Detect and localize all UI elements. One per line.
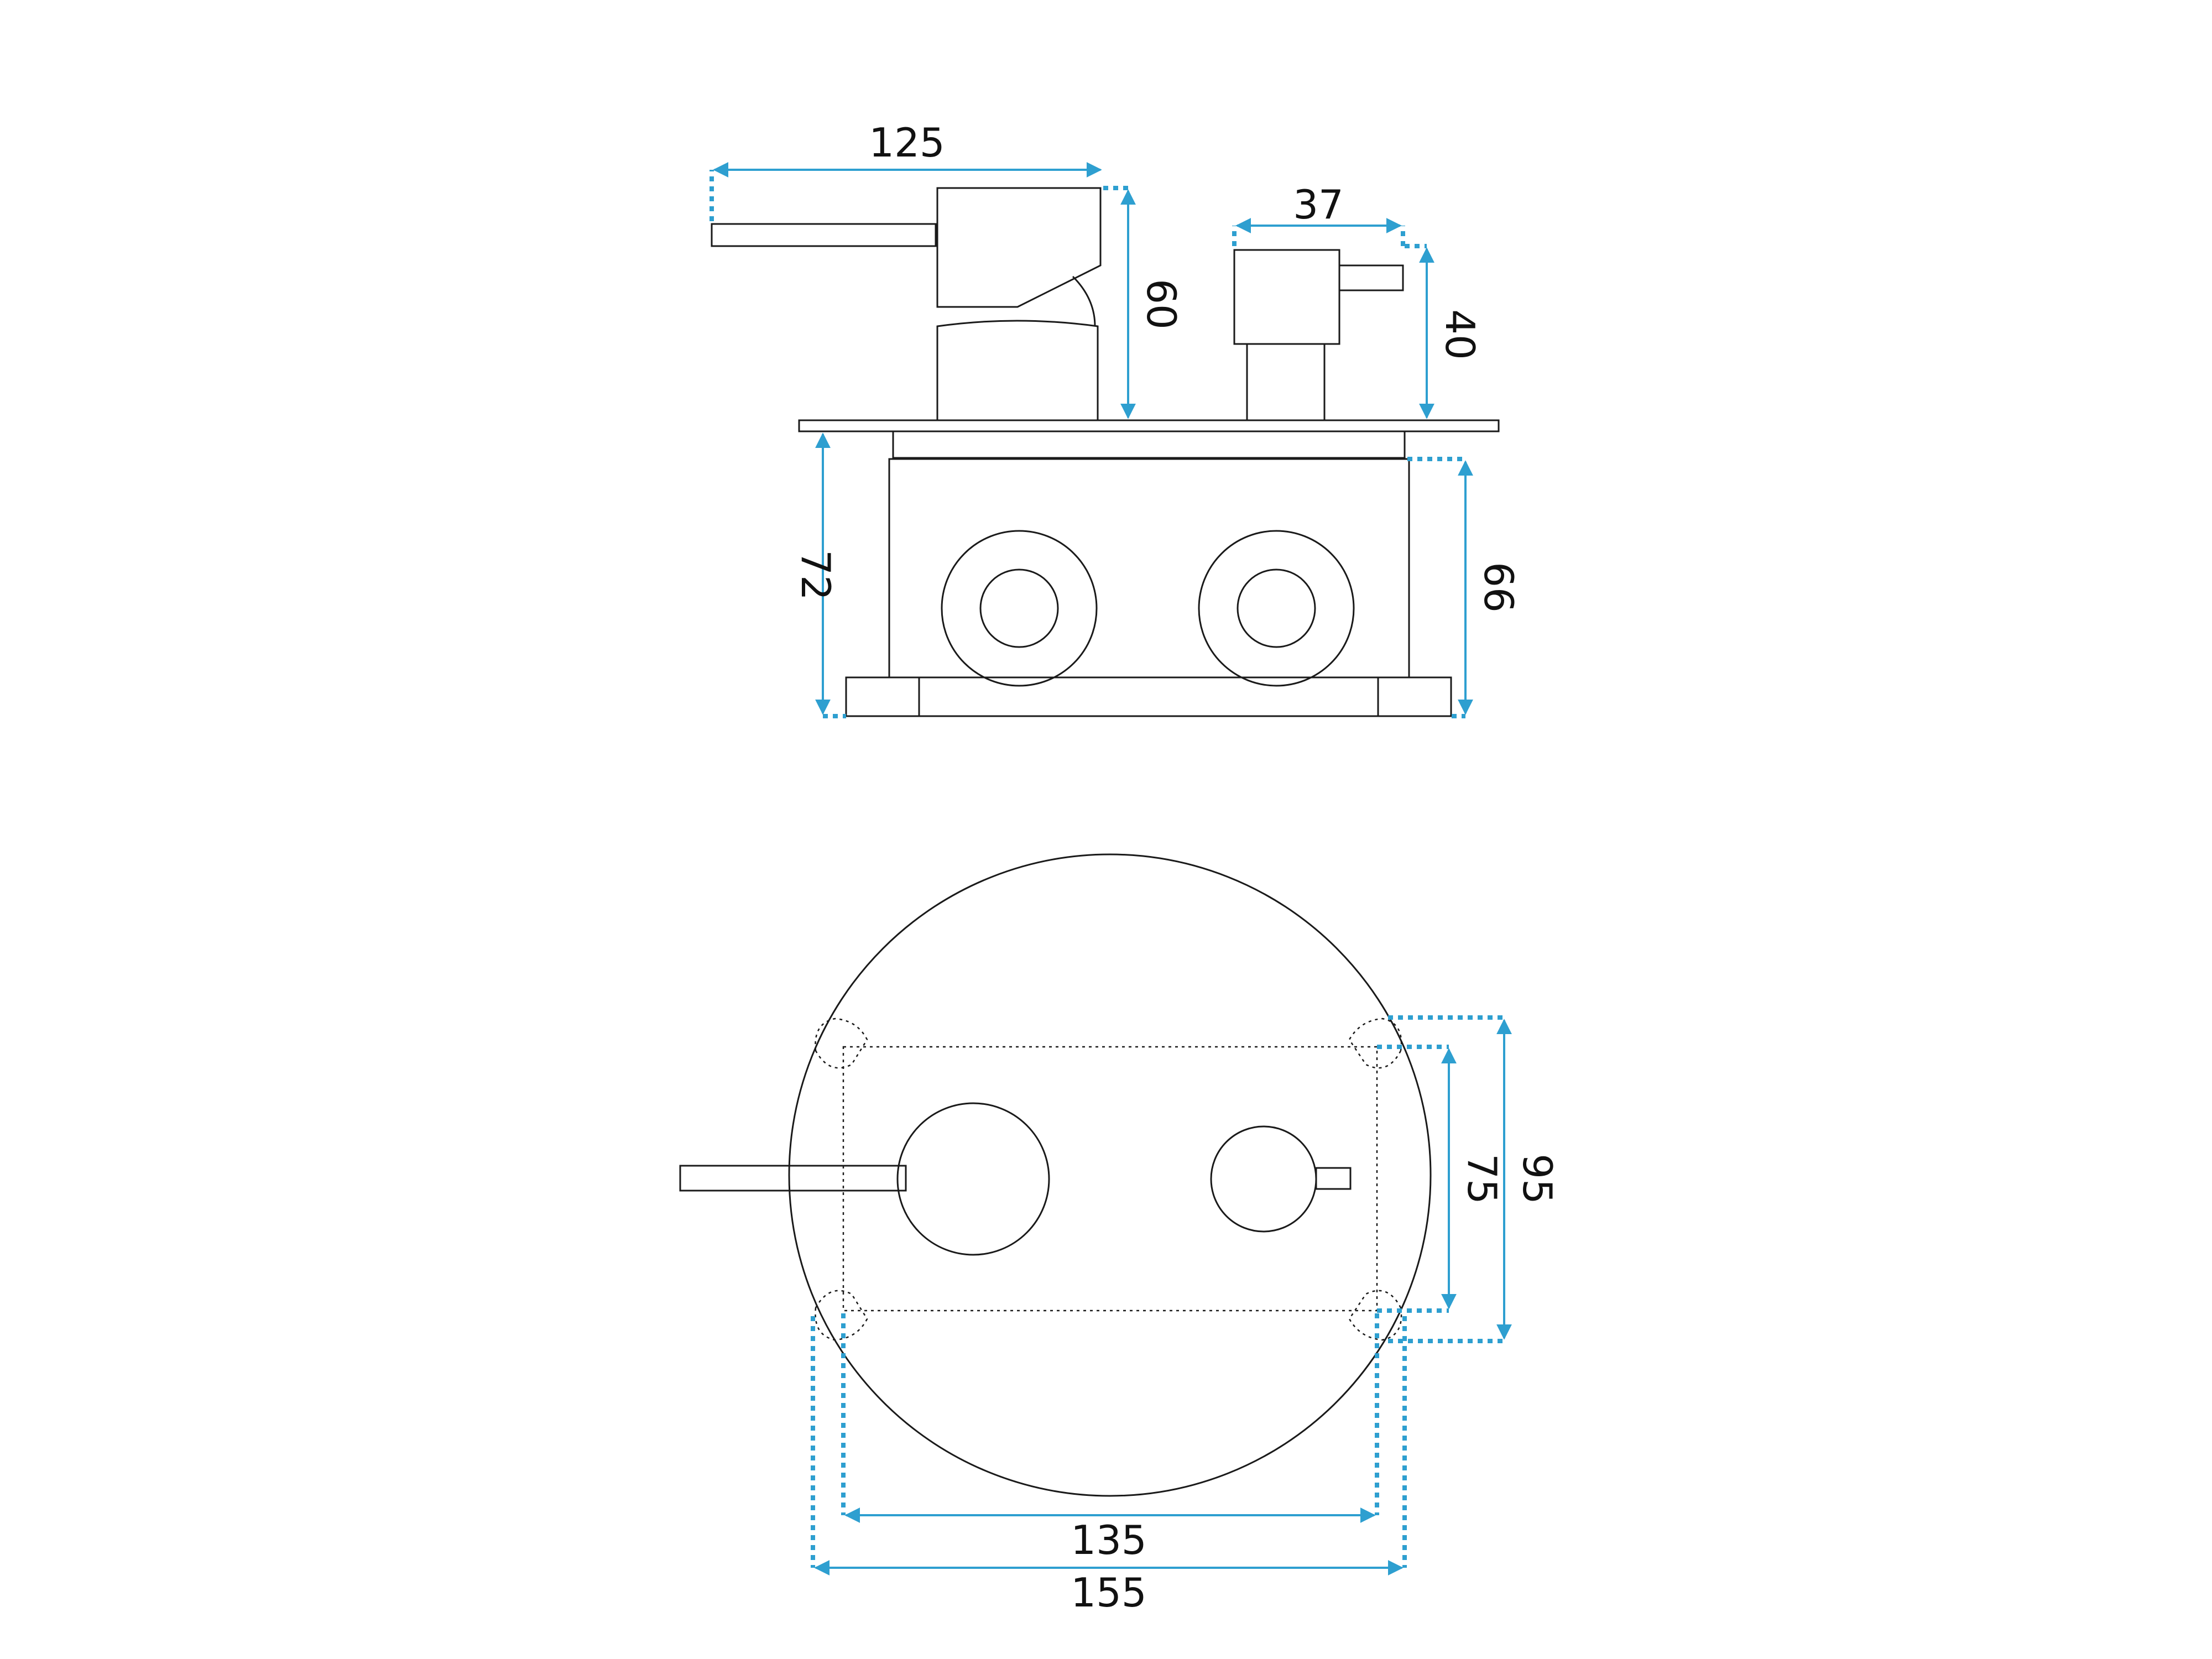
lever-body bbox=[936, 187, 1102, 308]
dimension-label-hole-spacing-vertical-inner: 75 bbox=[1459, 1154, 1505, 1204]
port-right-inner bbox=[1237, 568, 1316, 648]
dimension-label-hole-spacing-vertical-outer: 95 bbox=[1514, 1154, 1561, 1204]
box-foot-left bbox=[845, 676, 920, 717]
dimension-diverter-height: 40 bbox=[1419, 247, 1483, 419]
dimension-label-diverter-width: 37 bbox=[1293, 181, 1344, 228]
side-view: 125 60 37 40 72 66 bbox=[709, 119, 1522, 718]
dimension-label-box-depth-total: 72 bbox=[792, 550, 839, 601]
dimension-label-handle-length: 125 bbox=[869, 119, 945, 166]
box-foot-right bbox=[1377, 676, 1452, 717]
lever-joint bbox=[1072, 275, 1096, 327]
dimension-label-lever-height: 60 bbox=[1138, 279, 1185, 330]
dimension-label-hole-spacing-horizontal-inner: 135 bbox=[1071, 1517, 1146, 1563]
diverter-lever bbox=[1338, 264, 1404, 291]
dimension-box-depth: 66 bbox=[1407, 457, 1522, 718]
dimension-label-hole-spacing-horizontal-outer: 155 bbox=[1071, 1569, 1146, 1616]
front-diverter-knob bbox=[1210, 1125, 1317, 1233]
port-right-outer bbox=[1198, 530, 1355, 687]
port-left-inner bbox=[979, 568, 1059, 648]
port-left-outer bbox=[941, 530, 1098, 687]
mounting-lug-top-right bbox=[1348, 1018, 1402, 1069]
dimension-label-diverter-height: 40 bbox=[1437, 309, 1483, 360]
dimension-hole-spacing-vertical-outer: 95 bbox=[1388, 1015, 1561, 1343]
dimension-hole-spacing-horizontal-outer: 155 bbox=[811, 1316, 1407, 1616]
mounting-box bbox=[888, 458, 1410, 679]
diverter-knob bbox=[1233, 249, 1340, 345]
mounting-lug-bottom-left bbox=[815, 1290, 868, 1341]
dimension-lever-height: 60 bbox=[1120, 189, 1185, 419]
dimension-handle-length: 125 bbox=[709, 119, 1128, 221]
dimension-hole-spacing-vertical-inner: 75 bbox=[1377, 1045, 1505, 1313]
dimension-label-box-depth: 66 bbox=[1475, 562, 1522, 613]
front-lever-handle bbox=[679, 1165, 907, 1192]
dimension-hole-spacing-horizontal-inner: 135 bbox=[841, 1313, 1379, 1563]
dimension-diverter-width: 37 bbox=[1232, 181, 1427, 248]
hidden-box-outline bbox=[842, 1046, 1378, 1312]
diverter-stem bbox=[1246, 343, 1326, 421]
lever-cartridge bbox=[936, 320, 1099, 421]
mounting-lug-bottom-right bbox=[1348, 1290, 1402, 1341]
front-diverter-lever bbox=[1315, 1167, 1352, 1190]
escutcheon-plate bbox=[788, 853, 1432, 1497]
lever-handle bbox=[711, 223, 937, 247]
cover-plate-rim bbox=[892, 430, 1406, 459]
front-lever-knob bbox=[896, 1102, 1050, 1256]
dimension-box-depth-total: 72 bbox=[792, 432, 846, 718]
mounting-lug-top-left bbox=[815, 1018, 868, 1069]
front-view: 75 95 135 155 bbox=[679, 853, 1561, 1616]
cover-plate bbox=[798, 419, 1500, 432]
